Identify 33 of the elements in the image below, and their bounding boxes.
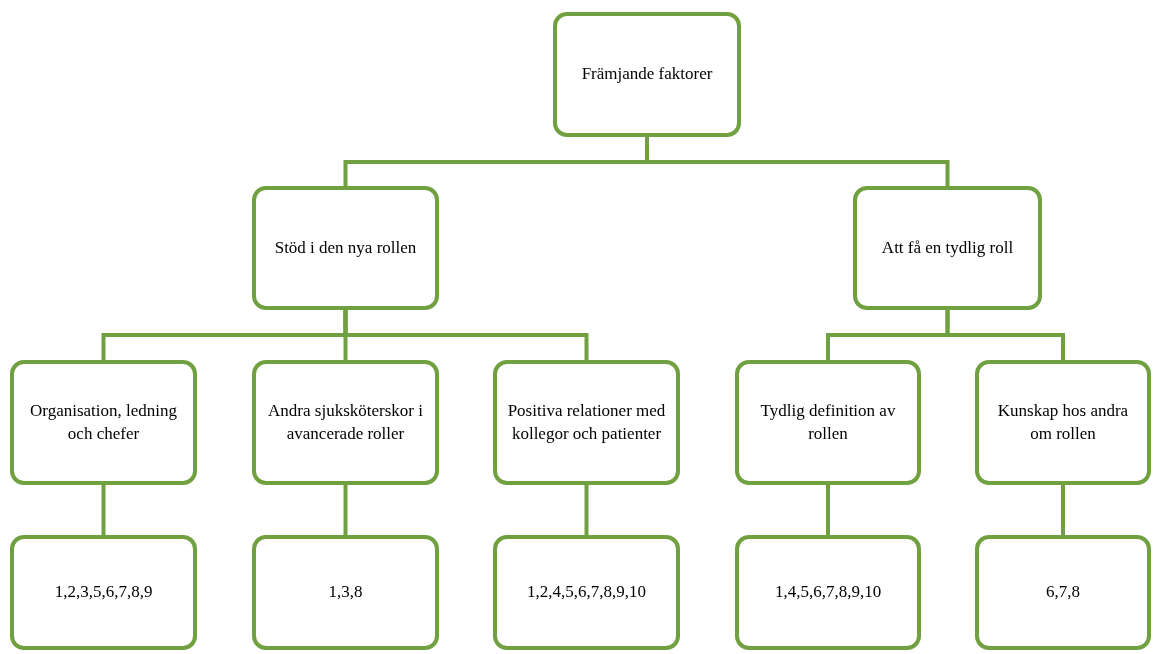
- box-label: Främjande faktorer: [581, 63, 713, 86]
- box-label: 1,2,4,5,6,7,8,9,10: [527, 581, 646, 604]
- box-label: 6,7,8: [1046, 581, 1080, 604]
- connector-line: [1061, 485, 1065, 535]
- connector-line: [343, 485, 348, 535]
- process-box: [975, 360, 1151, 485]
- process-box: [735, 535, 921, 650]
- connector-line: [826, 485, 830, 535]
- box-label: Att få en tydlig roll: [881, 236, 1014, 259]
- box-label: Tydlig definition av rollen: [759, 399, 897, 445]
- connector-line: [101, 485, 106, 535]
- process-box: [493, 535, 680, 650]
- process-box: [10, 535, 197, 650]
- box-label: Positiva relationer med kollegor och patienter: [506, 399, 667, 445]
- connector-line: [343, 310, 589, 360]
- process-box: [735, 360, 921, 485]
- process-box: [252, 186, 439, 310]
- box-label: 1,2,3,5,6,7,8,9: [54, 581, 153, 604]
- process-box: [975, 535, 1151, 650]
- box-label: Kunskap hos andra om rollen: [996, 399, 1130, 445]
- process-box: [252, 535, 439, 650]
- process-box: [493, 360, 680, 485]
- process-box: [553, 12, 741, 137]
- connector-line: [945, 310, 1065, 360]
- process-box: [252, 360, 439, 485]
- connector-line: [584, 485, 589, 535]
- process-box: [853, 186, 1042, 310]
- box-label: 1,4,5,6,7,8,9,10: [774, 581, 882, 604]
- box-label: Organisation, ledning och chefer: [29, 399, 178, 445]
- box-label: 1,3,8: [328, 581, 363, 604]
- process-box: [10, 360, 197, 485]
- box-label: Stöd i den nya rollen: [274, 236, 417, 259]
- box-label: Andra sjuksköterskor i avancerade roller: [267, 399, 424, 445]
